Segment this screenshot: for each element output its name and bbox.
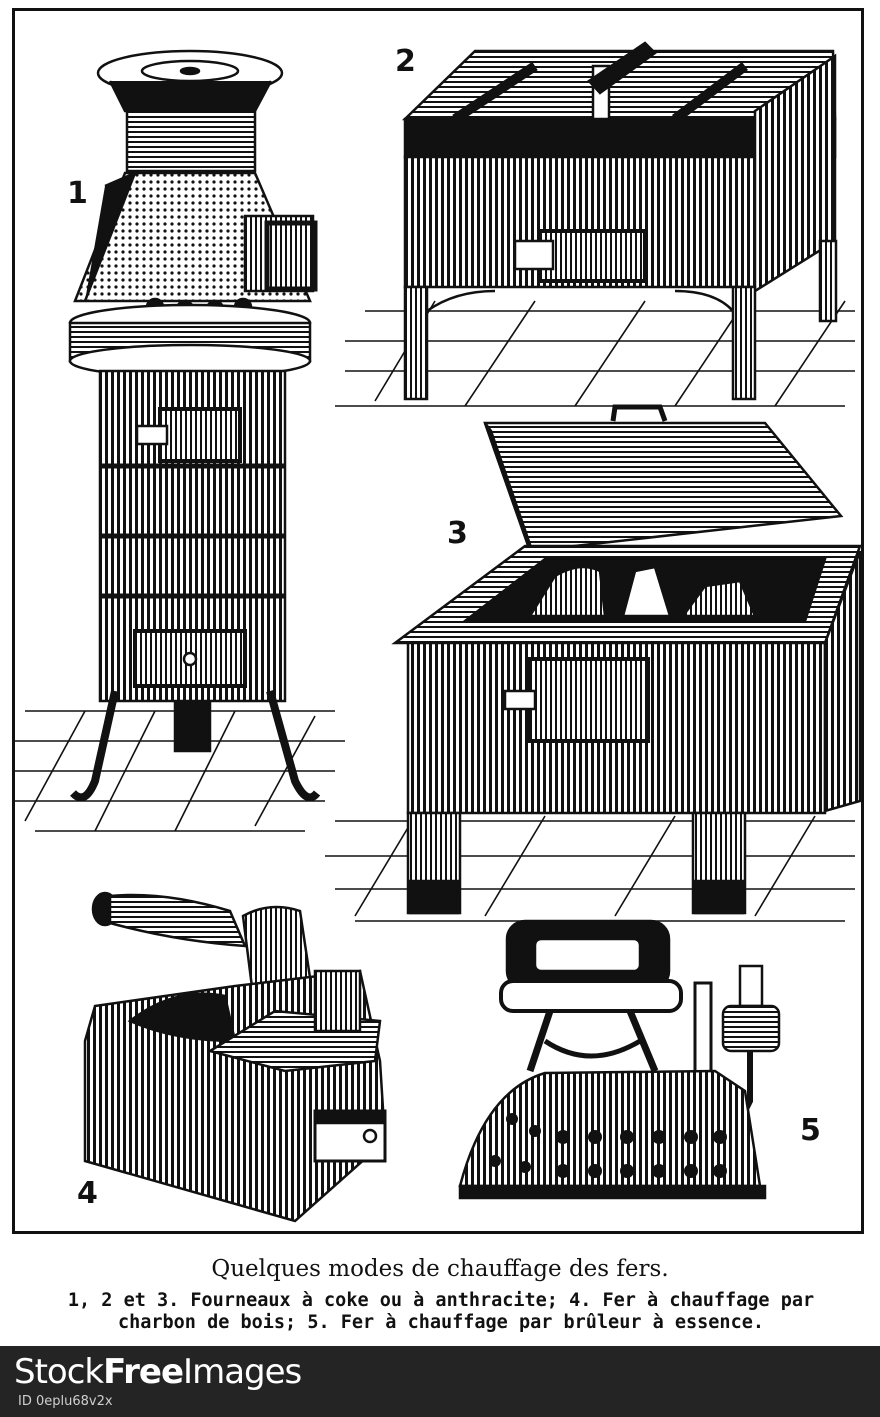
image-id-text: ID 0eplu68v2x — [18, 1394, 113, 1409]
figure-number-1: 1 — [67, 176, 88, 211]
logo-text-stock: Stock — [14, 1352, 104, 1392]
caption-title: Quelques modes de chauffage des fers. — [211, 1256, 669, 1282]
stockfreeimages-logo[interactable]: StockFreeImages — [14, 1352, 302, 1392]
caption-body: 1, 2 et 3. Fourneaux à coke ou à anthrac… — [10, 1290, 872, 1334]
figure-number-2: 2 — [395, 44, 416, 79]
caption-line-1: 1, 2 et 3. Fourneaux à coke ou à anthrac… — [67, 1290, 815, 1311]
watermark-footer: StockFreeImages ID 0eplu68v2x — [0, 1346, 880, 1417]
stove-3-drawing — [325, 404, 861, 922]
stove-2-drawing — [335, 41, 855, 407]
logo-text-free: Free — [103, 1352, 184, 1392]
iron-5-drawing — [458, 919, 781, 1200]
figure-number-3: 3 — [447, 516, 468, 551]
logo-text-images: Images — [183, 1352, 302, 1392]
illustration-plate: 1 2 3 4 5 — [12, 8, 864, 1234]
stove-1-drawing — [15, 49, 345, 832]
engraving-drawing — [15, 41, 861, 1223]
figure-number-5: 5 — [800, 1113, 821, 1148]
figure-number-4: 4 — [77, 1176, 98, 1211]
caption-line-2: charbon de bois; 5. Fer à chauffage par … — [117, 1312, 764, 1333]
iron-4-drawing — [83, 891, 387, 1223]
